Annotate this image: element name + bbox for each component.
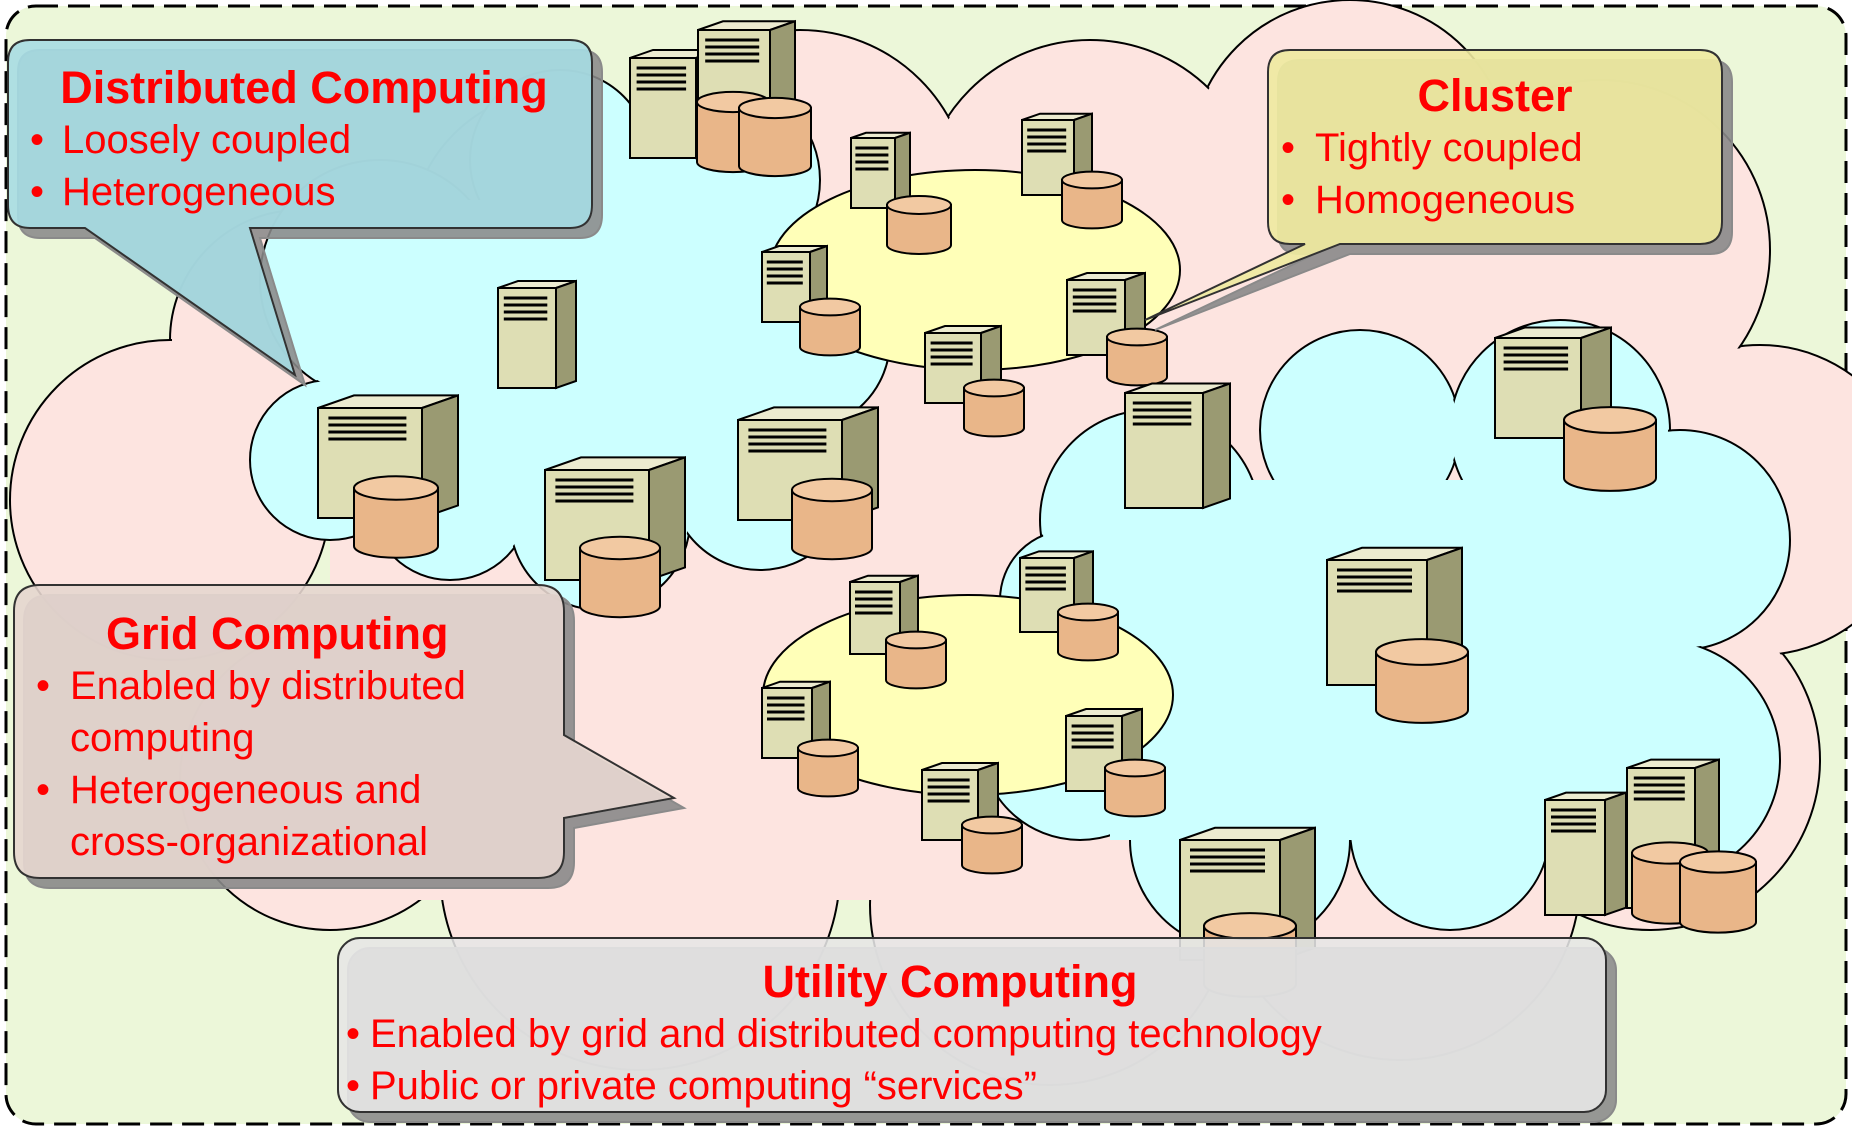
callout-cluster-bullets: Tightly coupled Homogeneous xyxy=(1275,122,1715,226)
bullet-enabled-by-distributed: Enabled by distributed computing xyxy=(30,660,560,764)
database-disk-icon xyxy=(1679,850,1757,934)
database-disk-icon xyxy=(1375,638,1469,724)
database-disk-icon xyxy=(885,630,947,690)
callout-distributed-title: Distributed Computing xyxy=(60,62,548,113)
callout-grid-title: Grid Computing xyxy=(106,608,449,659)
database-disk-icon xyxy=(1563,406,1657,492)
server-icon xyxy=(1544,791,1627,917)
server-icon xyxy=(497,279,577,390)
database-disk-icon xyxy=(797,738,859,798)
callout-distributed: Distributed Computing Loosely coupled He… xyxy=(24,62,584,218)
callout-distributed-bullets: Loosely coupled Heterogeneous xyxy=(24,114,584,218)
database-disk-icon xyxy=(738,96,812,178)
database-disk-icon xyxy=(791,477,873,561)
callout-cluster-title: Cluster xyxy=(1417,70,1573,121)
database-disk-icon xyxy=(799,297,861,357)
database-disk-icon xyxy=(961,815,1023,875)
database-disk-icon xyxy=(353,475,439,559)
server-icon xyxy=(1124,382,1231,510)
bullet-loosely-coupled: Loosely coupled xyxy=(24,114,584,166)
callout-utility-bullets: Enabled by grid and distributed computin… xyxy=(340,1008,1600,1112)
bullet-homogeneous: Homogeneous xyxy=(1275,174,1715,226)
bullet-heterogeneous: Heterogeneous xyxy=(24,166,584,218)
equipment-layer xyxy=(317,19,1757,998)
callout-utility-title: Utility Computing xyxy=(762,956,1138,1007)
database-disk-icon xyxy=(886,195,952,255)
bullet-public-private-services: Public or private computing “services” xyxy=(340,1060,1600,1112)
callout-utility: Utility Computing Enabled by grid and di… xyxy=(340,956,1600,1112)
bullet-enabled-by-grid: Enabled by grid and distributed computin… xyxy=(340,1008,1600,1060)
database-disk-icon xyxy=(1106,327,1168,387)
bullet-tightly-coupled: Tightly coupled xyxy=(1275,122,1715,174)
callout-cluster: Cluster Tightly coupled Homogeneous xyxy=(1275,70,1715,226)
database-disk-icon xyxy=(963,378,1025,438)
database-disk-icon xyxy=(1104,758,1166,818)
database-disk-icon xyxy=(1061,170,1123,230)
callout-grid-bullets: Enabled by distributed computing Heterog… xyxy=(30,660,560,868)
bullet-heterogeneous-cross-org: Heterogeneous and cross-organizational xyxy=(30,764,560,868)
callout-grid: Grid Computing Enabled by distributed co… xyxy=(30,608,560,868)
database-disk-icon xyxy=(579,535,661,619)
database-disk-icon xyxy=(1057,602,1119,662)
